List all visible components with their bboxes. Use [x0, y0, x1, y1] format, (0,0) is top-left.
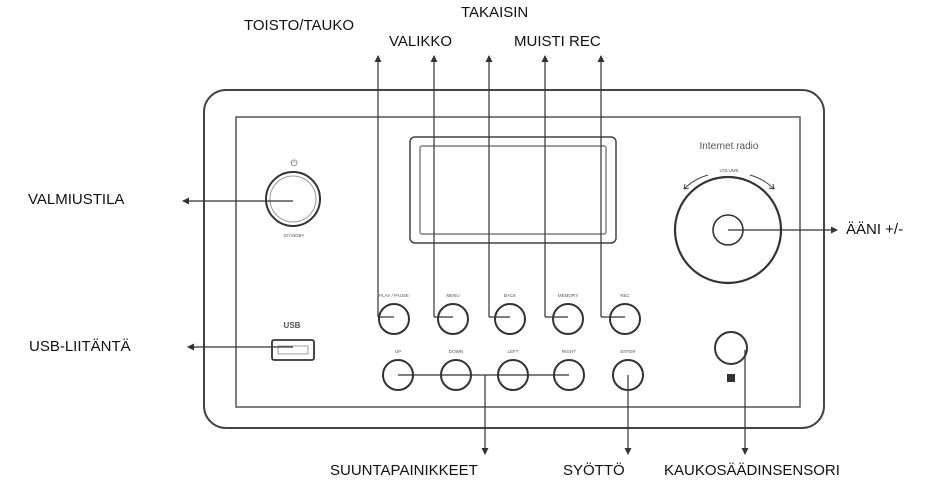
- usb-callout: USB-LIITÄNTÄ: [29, 338, 131, 355]
- left-button-label: LEFT: [507, 349, 518, 354]
- memory-rec-callout: MUISTI REC: [514, 33, 601, 50]
- menu-button[interactable]: [437, 303, 469, 335]
- direction-buttons-callout: SUUNTAPAINIKKEET: [330, 462, 478, 479]
- memory-button[interactable]: [552, 303, 584, 335]
- play-pause-callout: TOISTO/TAUKO: [244, 17, 355, 34]
- play-pause-button-label: PLAY / PAUSE: [379, 293, 409, 298]
- menu-callout: VALIKKO: [389, 33, 453, 50]
- standby-symbol: ⏻: [290, 158, 297, 168]
- down-button-label: DOWN: [449, 349, 463, 354]
- usb-port[interactable]: [271, 339, 315, 361]
- internet-radio-brand: Internet radio: [700, 141, 759, 152]
- up-button-label: UP: [395, 349, 401, 354]
- top-button-row: PLAY / PAUSE MENU BACK MEMORY REC: [378, 293, 641, 335]
- back-button[interactable]: [494, 303, 526, 335]
- back-button-label: BACK: [504, 293, 516, 298]
- play-pause-button[interactable]: [378, 303, 410, 335]
- enter-callout: SYÖTTÖ: [563, 462, 625, 479]
- rec-button-label: REC: [620, 293, 630, 298]
- remote-sensor-callout: KAUKOSÄÄDINSENSORI: [664, 462, 840, 479]
- back-callout: TAKAISIN: [461, 4, 529, 21]
- volume-right-arrow: [749, 174, 775, 190]
- leader-lines: [182, 55, 838, 455]
- rec-button[interactable]: [609, 303, 641, 335]
- standby-callout: VALMIUSTILA: [28, 191, 125, 208]
- volume-left-arrow: [683, 174, 709, 190]
- remote-sensor-indicator: [727, 374, 735, 382]
- enter-button-label: ENTER: [620, 349, 636, 354]
- standby-button[interactable]: [265, 171, 321, 227]
- remote-sensor-window: [714, 331, 748, 365]
- standby-button-label: STANDBY: [284, 233, 305, 238]
- memory-button-label: MEMORY: [558, 293, 578, 298]
- volume-callout: ÄÄNI +/-: [846, 221, 904, 238]
- menu-button-label: MENU: [446, 293, 459, 298]
- right-button-label: RIGHT: [562, 349, 576, 354]
- usb-logo: USB: [284, 321, 301, 330]
- volume-label: VOLUME: [719, 168, 738, 173]
- display-screen-inner: [419, 145, 607, 235]
